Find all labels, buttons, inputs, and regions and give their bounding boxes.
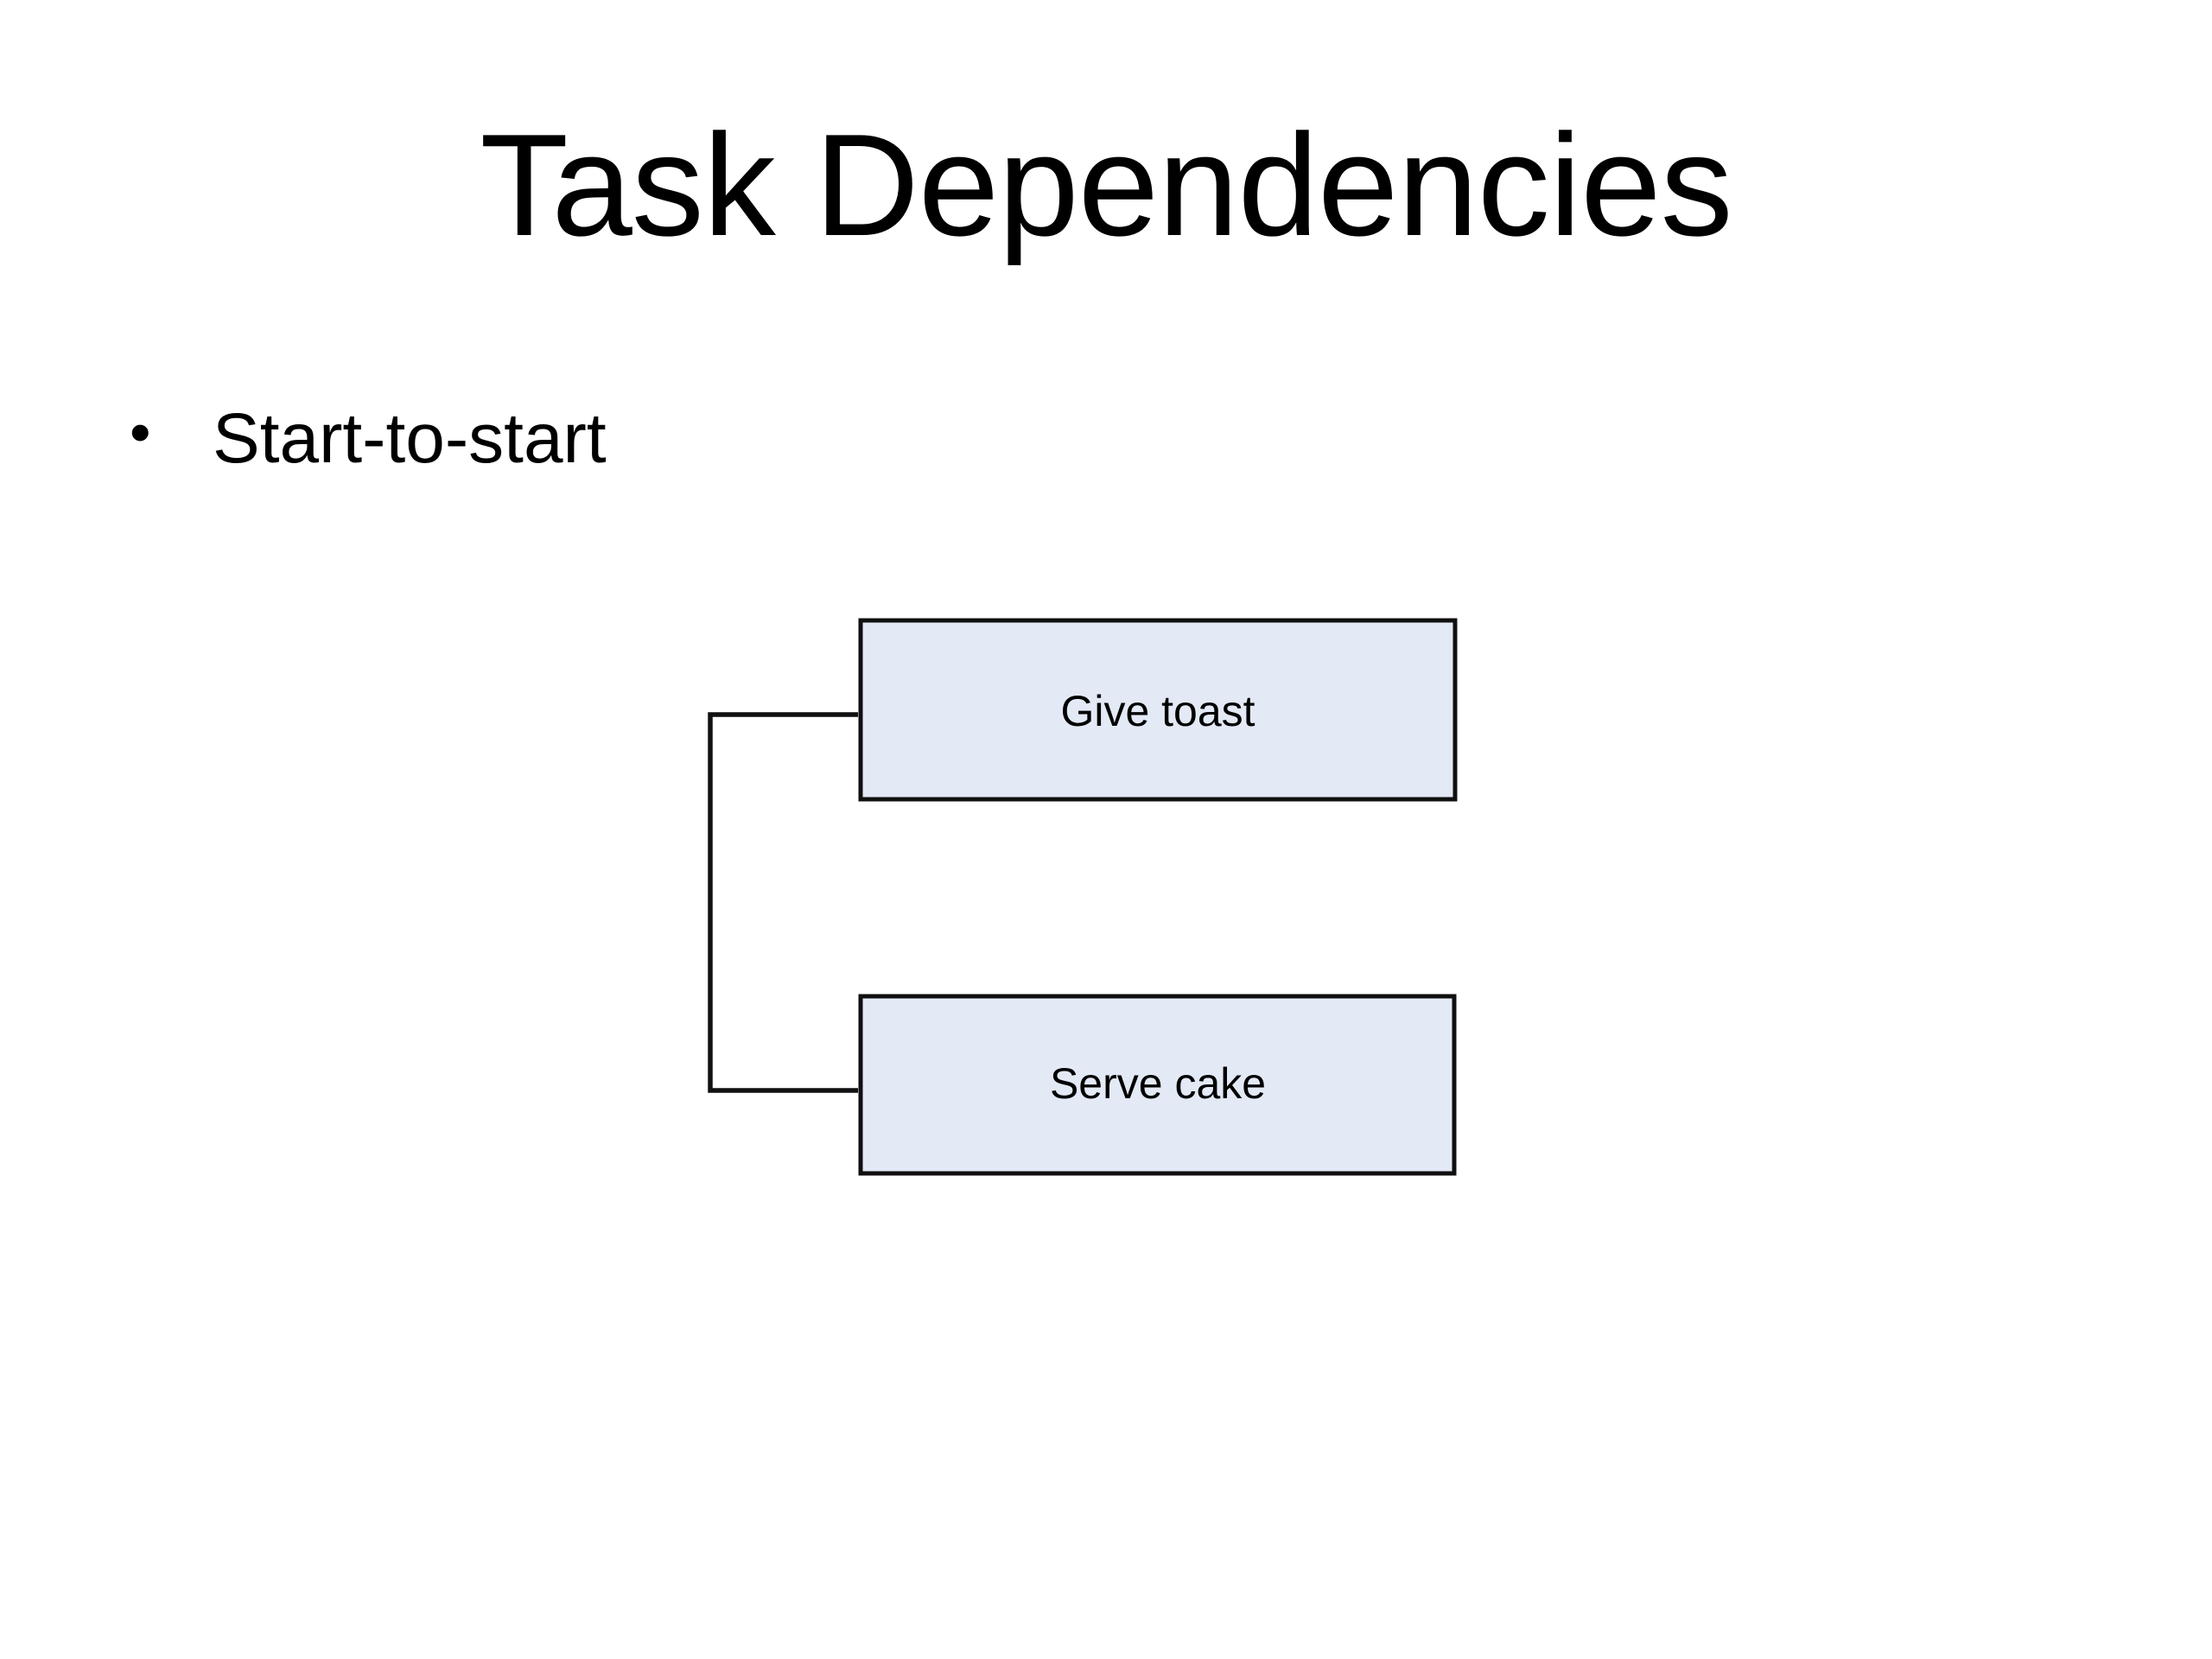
node-label-give-toast: Give toast [1060,687,1255,735]
list-item: • Start-to-start [130,396,2031,482]
node-box-give-toast[interactable] [858,618,1458,802]
page-title: Task Dependencies [480,104,1732,266]
dependency-diagram: Give toast Serve cake [657,596,1521,1218]
connector-bracket [708,712,858,1093]
node-box-serve-cake[interactable] [858,994,1457,1176]
bullet-list: • Start-to-start [130,396,2031,482]
bullet-marker-icon: • [130,398,151,466]
list-item-label: Start-to-start [213,399,607,478]
node-label-serve-cake: Serve cake [1050,1059,1266,1108]
